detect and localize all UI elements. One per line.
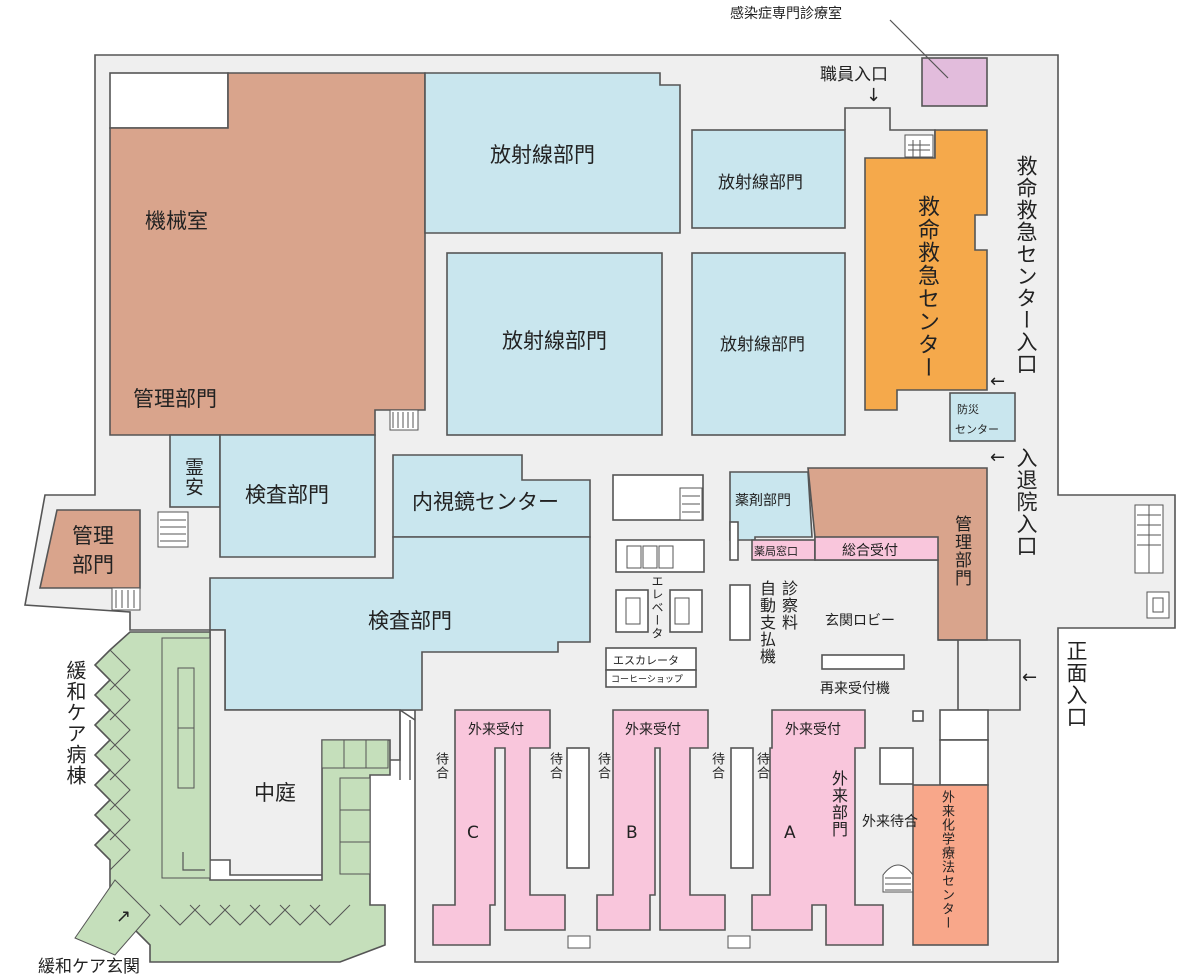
radiology-label-2: 放射線部門 (718, 173, 803, 193)
return-reception-machine (821, 654, 905, 670)
radiology-room-4 (691, 252, 846, 436)
palliative-entrance-label: 緩和ケア玄関 (38, 957, 140, 977)
payment-label-line2: 自動支払機 (757, 580, 776, 665)
bottom-tick-2 (727, 935, 751, 949)
disaster-center-room (949, 392, 1016, 442)
outpatient-dept-label: 外来部門 (829, 770, 848, 838)
morgue-room (169, 434, 221, 508)
east-block-1 (939, 709, 989, 741)
radiology-label-1: 放射線部門 (490, 143, 595, 167)
palliative-diamonds (109, 649, 351, 926)
main-entrance-label: 正面入口 (1064, 640, 1088, 728)
staff-entrance-label: 職員入口 (820, 65, 888, 85)
waiting-divider-1 (566, 747, 590, 869)
stair-mgmt-west (111, 587, 141, 611)
machine-room-label: 機械室 (145, 209, 208, 233)
coffee-shop-box (605, 669, 697, 688)
payment-label-line1: 診察料 (779, 580, 798, 631)
admission-entrance-arrow: ← (990, 447, 1005, 468)
radiology-label-4: 放射線部門 (720, 335, 805, 355)
outpatient-zone-c (432, 709, 566, 946)
stair-mgmt-top (389, 409, 419, 431)
waiting-pillar (879, 747, 914, 785)
waiting-label-5: 待合 (754, 752, 769, 780)
emergency-center-label: 救命救急センター (914, 195, 939, 379)
outpatient-reception-c-label: 外来受付 (468, 722, 524, 738)
morgue-label: 霊安 (182, 457, 204, 497)
elevator-label: エレベータ (650, 575, 664, 640)
radiology-room-2 (691, 129, 846, 229)
waiting-divider-2 (730, 747, 754, 869)
palliative-entrance-wedge (74, 879, 151, 956)
waiting-label-1: 待合 (433, 752, 448, 780)
escalator-label: エスカレータ (613, 654, 679, 667)
main-entrance-arrow: ← (1022, 667, 1037, 688)
radiology-room-1 (424, 72, 681, 234)
outpatient-zone-b (596, 709, 726, 931)
waiting-label-2: 待合 (547, 752, 562, 780)
admission-entrance-label: 入退院入口 (1014, 447, 1038, 557)
block-b-label: B (626, 823, 638, 843)
disaster-center-label-1: 防災 (957, 402, 979, 416)
infectious-clinic-label: 感染症専門診療室 (730, 5, 842, 22)
management-3-label-2: 部門 (72, 553, 114, 577)
management-3-label-1: 管理 (72, 524, 114, 548)
general-reception-label: 総合受付 (842, 543, 898, 559)
block-a-label: A (784, 823, 796, 843)
outpatient-zone-a (751, 709, 884, 946)
pharmacy-window-label: 薬局窓口 (754, 544, 798, 558)
pharmacy-label: 薬剤部門 (735, 493, 791, 509)
stair-emergency (904, 134, 934, 158)
courtyard-label: 中庭 (254, 781, 296, 805)
lab-room-2 (209, 536, 591, 711)
lab-label-2: 検査部門 (368, 609, 452, 633)
outpatient-reception-a-label: 外来受付 (785, 722, 841, 738)
payment-machine (729, 584, 751, 641)
staff-entrance-arrow: ↓ (866, 85, 881, 106)
emergency-entrance-arrow: ← (990, 371, 1005, 392)
palliative-entrance-arrow: ↗ (116, 906, 131, 927)
outpatient-waiting-label: 外来待合 (862, 814, 918, 830)
waiting-label-3: 待合 (595, 752, 610, 780)
void-top-left (109, 72, 229, 129)
pharmacy-counter (729, 521, 739, 561)
chemo-center-label: 外来化学療法センター (939, 790, 954, 930)
radiology-label-3: 放射線部門 (502, 329, 607, 353)
east-block-2 (939, 739, 989, 786)
machine-room (109, 72, 426, 436)
east-vestibule (957, 639, 1021, 711)
management-label-1: 管理部門 (133, 387, 217, 411)
outpatient-reception-b-label: 外来受付 (625, 722, 681, 738)
bottom-tick-1 (567, 935, 591, 949)
lab-label-1: 検査部門 (245, 483, 329, 507)
palliative-ward-label: 緩和ケア病棟 (63, 660, 87, 786)
chemo-center-room (912, 784, 989, 946)
radiology-room-3 (446, 252, 663, 436)
management-label-2: 管理部門 (951, 515, 971, 587)
waiting-label-4: 待合 (709, 752, 724, 780)
infectious-clinic-room (921, 57, 988, 107)
stair-morgue (157, 511, 189, 548)
infectious-clinic-leader (889, 19, 949, 79)
emergency-entrance-label: 救命救急センター入口 (1014, 155, 1038, 375)
endoscopy-label: 内視鏡センター (412, 490, 559, 514)
return-reception-label: 再来受付機 (820, 681, 890, 697)
lobby-label: 玄関ロビー (825, 612, 895, 629)
coffee-shop-label: コーヒーショップ (611, 674, 683, 685)
block-c-label: C (467, 823, 479, 843)
small-square (912, 710, 924, 722)
disaster-center-label-2: センター (955, 423, 999, 436)
general-reception (814, 536, 939, 561)
lab-room-1 (219, 434, 376, 558)
emergency-center-room (864, 129, 988, 411)
